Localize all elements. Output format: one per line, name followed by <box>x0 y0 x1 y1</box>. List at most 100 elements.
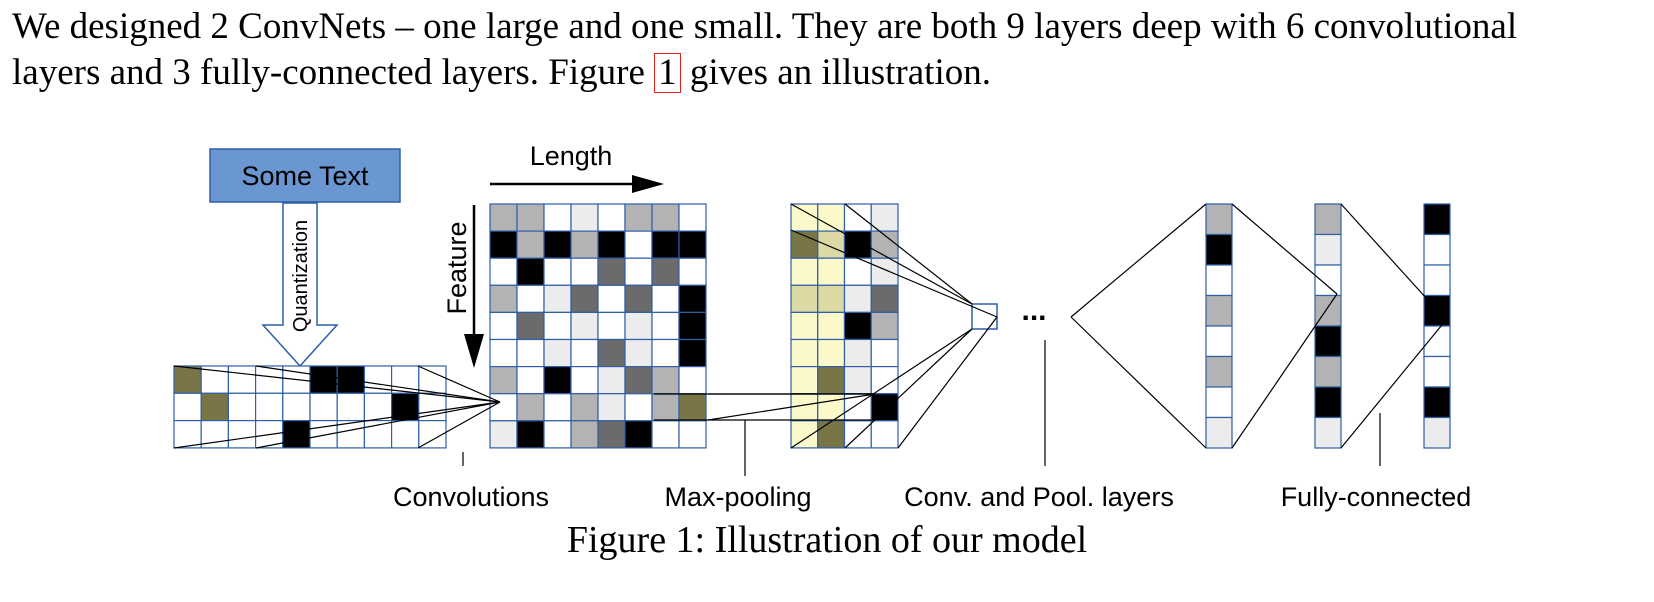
max-pooling-label: Max-pooling <box>664 482 811 512</box>
matrix-cell <box>790 366 819 395</box>
matrix-cell <box>173 392 202 422</box>
matrix-cell <box>173 420 202 449</box>
matrix-cell <box>624 393 653 422</box>
convolutions-label: Convolutions <box>393 482 549 512</box>
matrix-cell <box>227 365 257 394</box>
matrix-cell <box>651 257 680 286</box>
matrix-cell <box>489 393 518 422</box>
matrix-cell <box>543 366 572 395</box>
matrix-cell <box>678 338 707 368</box>
matrix-cell <box>817 338 846 368</box>
matrix-cell <box>870 338 899 368</box>
matrix-cell <box>363 392 393 422</box>
matrix-cell <box>817 366 846 395</box>
matrix-cell <box>597 203 626 232</box>
matrix-cell <box>843 311 872 341</box>
matrix-cell <box>790 311 819 341</box>
matrix-cell <box>516 284 545 313</box>
matrix-cell <box>489 257 518 286</box>
fully-connected-column-2 <box>1423 203 1451 449</box>
matrix-cell <box>516 203 545 232</box>
matrix-cell <box>570 284 599 313</box>
matrix-cell <box>843 366 872 395</box>
matrix-cell <box>543 257 572 286</box>
quantization-arrow <box>261 202 339 368</box>
matrix-cell <box>516 366 545 395</box>
body-paragraph: We designed 2 ConvNets – one large and o… <box>12 4 1652 96</box>
matrix-cell <box>817 230 846 259</box>
matrix-cell <box>570 420 599 449</box>
matrix-cell <box>516 230 545 259</box>
matrix-cell <box>309 392 338 422</box>
matrix-cell <box>227 420 257 449</box>
matrix-cell <box>1423 355 1451 388</box>
matrix-cell <box>678 203 707 232</box>
matrix-cell <box>570 393 599 422</box>
paragraph-line-1: We designed 2 ConvNets – one large and o… <box>12 6 1518 47</box>
matrix-cell <box>282 392 311 422</box>
feature-arrow-head <box>464 334 484 368</box>
matrix-cell <box>624 311 653 341</box>
matrix-cell <box>309 365 338 394</box>
matrix-cell <box>651 393 680 422</box>
connection-lines <box>173 203 1447 449</box>
matrix-cell <box>255 365 284 394</box>
matrix-cell <box>624 420 653 449</box>
matrix-cell <box>790 284 819 313</box>
matrix-cell <box>790 393 819 422</box>
matrix-cell <box>489 284 518 313</box>
figure-caption: Figure 1: Illustration of our model <box>566 519 1088 561</box>
matrix-cell <box>597 393 626 422</box>
matrix-cell <box>651 230 680 259</box>
matrix-cell <box>843 203 872 232</box>
matrix-cell <box>624 257 653 286</box>
matrix-cell <box>651 420 680 449</box>
matrix-cell <box>678 311 707 341</box>
fully-connected-label: Fully-connected <box>1281 482 1472 512</box>
matrix-cell <box>817 420 846 449</box>
matrix-cell <box>597 284 626 313</box>
matrix-cell <box>543 203 572 232</box>
matrix-cell <box>543 393 572 422</box>
matrix-cell <box>1205 264 1233 297</box>
matrix-cell <box>255 392 284 422</box>
matrix-cell <box>418 365 447 394</box>
matrix-cell <box>1423 233 1451 266</box>
matrix-cell <box>363 365 393 394</box>
matrix-cell <box>624 366 653 395</box>
matrix-cell <box>1205 355 1233 388</box>
matrix-cell <box>391 392 420 422</box>
input-text-box <box>209 148 401 203</box>
matrix-cell <box>570 230 599 259</box>
matrix-cell <box>200 392 229 422</box>
matrix-cell <box>597 257 626 286</box>
matrix-cell <box>570 311 599 341</box>
matrix-cell <box>1314 264 1342 297</box>
matrix-cell <box>678 420 707 449</box>
matrix-cell <box>1314 325 1342 358</box>
matrix-cell <box>489 230 518 259</box>
matrix-cell <box>543 230 572 259</box>
matrix-cell <box>543 284 572 313</box>
matrix-cell <box>843 338 872 368</box>
matrix-cell <box>817 311 846 341</box>
matrix-cell <box>678 366 707 395</box>
matrix-cell <box>790 338 819 368</box>
matrix-cell <box>870 311 899 341</box>
quantization-label: Quantization <box>290 220 312 332</box>
fully-connected-column-1 <box>1314 203 1342 449</box>
matrix-cell <box>870 420 899 449</box>
matrix-cell <box>516 257 545 286</box>
matrix-cell <box>790 420 819 449</box>
length-arrow-head <box>632 175 664 193</box>
matrix-cell <box>543 420 572 449</box>
kernel-square <box>971 303 998 330</box>
matrix-cell <box>817 257 846 286</box>
matrix-cell <box>1423 416 1451 449</box>
figure-reference-link[interactable]: 1 <box>654 53 681 93</box>
matrix-cell <box>597 366 626 395</box>
matrix-cell <box>1314 386 1342 419</box>
matrix-cell <box>1314 203 1342 236</box>
matrix-cell <box>624 203 653 232</box>
matrix-cell <box>1423 386 1451 419</box>
